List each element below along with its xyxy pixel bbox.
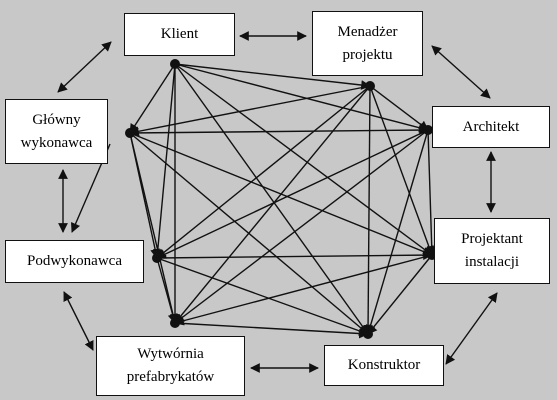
link-menadzer-wytwornia bbox=[174, 85, 371, 324]
node-klient-label: Klient bbox=[160, 26, 199, 42]
link-architekt-konstruktor bbox=[365, 129, 429, 335]
hub-architekt bbox=[423, 125, 433, 135]
hub-konstruktor bbox=[363, 329, 373, 339]
hub-menadzer bbox=[365, 81, 375, 91]
link-menadzer-glowny bbox=[129, 85, 371, 137]
link-klient-podwyk bbox=[152, 63, 176, 259]
node-glowny-wykonawca: Główny wykonawca bbox=[5, 99, 108, 164]
node-konstruktor-label: Konstruktor bbox=[347, 357, 421, 373]
node-menadzer-projektu: Menadżer projektu bbox=[312, 11, 423, 76]
hub-podwyk bbox=[152, 253, 162, 263]
link-architekt-wytwornia bbox=[174, 129, 429, 324]
link-projektant-konstruktor bbox=[367, 254, 433, 335]
node-architekt-label: Architekt bbox=[462, 118, 520, 135]
link-menadzer-podwyk bbox=[156, 85, 371, 259]
node-wytwornia-prefabrykatow: Wytwórnia prefabrykatów bbox=[96, 336, 245, 396]
hub-wytwornia bbox=[170, 318, 180, 328]
link-podwyk-projektant bbox=[156, 250, 433, 260]
link-klient-menadzer bbox=[174, 63, 371, 90]
link-klient-architekt bbox=[174, 63, 429, 133]
link-menadzer-konstruktor bbox=[363, 85, 373, 335]
node-projektant-instalacji: Projektant instalacji bbox=[434, 218, 550, 284]
link-podwyk-konstruktor bbox=[156, 257, 369, 336]
node-projektant-instalacji-label: Projektant instalacji bbox=[461, 231, 523, 270]
hub-glowny bbox=[125, 128, 135, 138]
link-klient-projektant bbox=[174, 63, 433, 256]
link-architekt-projektant bbox=[426, 129, 437, 256]
link-menadzer-architekt bbox=[369, 85, 429, 131]
node-glowny-wykonawca-label: Główny wykonawca bbox=[20, 111, 93, 151]
link-glowny-konstruktor bbox=[129, 132, 369, 335]
node-menadzer-projektu-label: Menadżer projektu bbox=[337, 23, 398, 63]
node-klient: Klient bbox=[124, 13, 235, 56]
ring-projektant-konstruktor bbox=[445, 292, 498, 365]
link-projektant-wytwornia bbox=[174, 254, 433, 326]
link-podwyk-wytwornia bbox=[156, 257, 178, 324]
node-wytwornia-prefabrykatow-label: Wytwórnia prefabrykatów bbox=[126, 346, 215, 385]
link-menadzer-projektant bbox=[369, 85, 434, 256]
link-glowny-wytwornia bbox=[129, 132, 178, 324]
node-podwykonawca-label: Podwykonawca bbox=[27, 253, 122, 269]
link-glowny-projektant bbox=[129, 132, 433, 257]
ring-klient-glowny bbox=[57, 41, 112, 93]
node-podwykonawca: Podwykonawca bbox=[5, 240, 144, 283]
node-architekt: Architekt bbox=[432, 106, 550, 148]
ring-podwyk-wytwornia bbox=[63, 291, 94, 351]
link-architekt-podwyk bbox=[156, 129, 429, 259]
link-klient-konstruktor bbox=[174, 63, 369, 335]
ring-menadzer-architekt bbox=[431, 45, 491, 99]
node-konstruktor: Konstruktor bbox=[324, 345, 444, 386]
hub-klient bbox=[170, 59, 180, 69]
link-klient-glowny bbox=[129, 63, 176, 134]
link-glowny-architekt bbox=[129, 125, 429, 135]
link-wytwornia-konstruktor bbox=[174, 322, 369, 339]
